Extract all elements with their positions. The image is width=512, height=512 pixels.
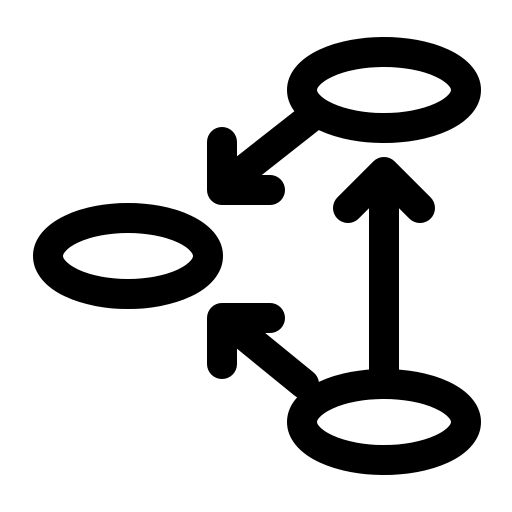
- arrow-top-right-to-left: [207, 103, 325, 205]
- node-left: [33, 203, 223, 309]
- node-top-right: [287, 37, 481, 143]
- arrow-bottom-right-to-left: [207, 303, 319, 399]
- node-bottom-right: [287, 369, 481, 475]
- arrow-bottom-right-to-top-right: [333, 157, 435, 385]
